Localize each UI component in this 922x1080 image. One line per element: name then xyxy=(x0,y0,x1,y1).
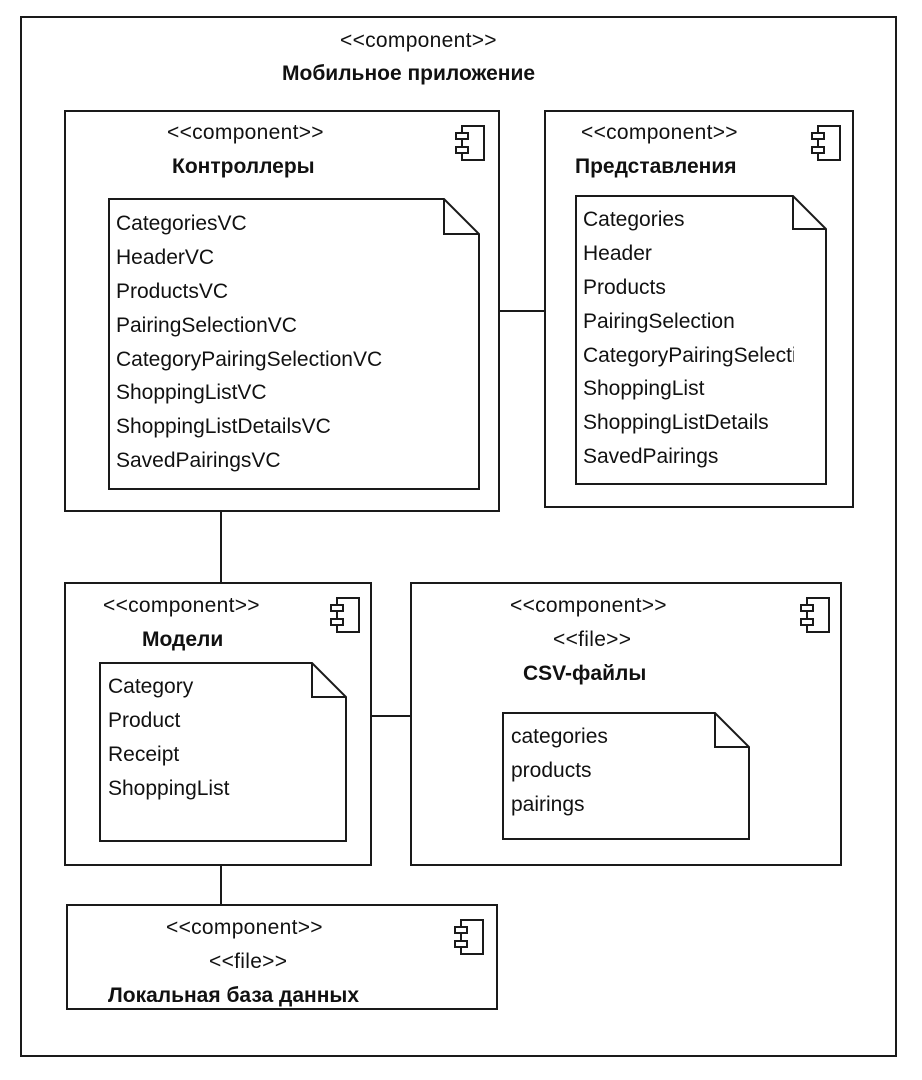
list-item: PairingSelectionVC xyxy=(116,313,297,337)
csv-stereotype: <<component>> xyxy=(510,594,667,617)
list-item: PairingSelection xyxy=(583,309,735,333)
models-note: Category Product Receipt ShoppingList xyxy=(99,662,347,842)
list-item: CategoryPairingSelection xyxy=(583,343,794,367)
component-icon xyxy=(455,125,485,161)
models-title: Модели xyxy=(142,628,224,651)
list-item: ProductsVC xyxy=(116,279,229,303)
list-item: Category xyxy=(108,675,194,698)
list-item: ShoppingListVC xyxy=(116,381,267,405)
controllers-note: CategoriesVC HeaderVC ProductsVC Pairing… xyxy=(108,198,480,490)
csv-note: categories products pairings xyxy=(502,712,750,840)
list-item: SavedPairings xyxy=(583,445,719,469)
list-item: CategoriesVC xyxy=(116,212,247,235)
views-note: Categories Header Products PairingSelect… xyxy=(575,195,827,485)
list-item: Product xyxy=(108,708,181,732)
list-item: Receipt xyxy=(108,742,180,766)
views-title: Представления xyxy=(575,155,737,178)
component-icon xyxy=(811,125,841,161)
localdb-title: Локальная база данных xyxy=(108,984,360,1007)
localdb-stereotype: <<component>> xyxy=(166,916,323,939)
controllers-views-connector xyxy=(500,310,544,312)
list-item: pairings xyxy=(511,792,585,816)
models-csv-connector xyxy=(372,715,410,717)
list-item: ShoppingList xyxy=(583,377,705,401)
localdb-file-stereotype: <<file>> xyxy=(209,950,288,973)
models-localdb-connector xyxy=(220,866,222,904)
views-stereotype: <<component>> xyxy=(581,121,738,144)
list-item: ShoppingList xyxy=(108,776,230,800)
localdb-component xyxy=(66,904,498,1010)
list-item: categories xyxy=(511,725,608,748)
controllers-title: Контроллеры xyxy=(172,155,315,178)
list-item: CategoryPairingSelectionVC xyxy=(116,347,383,371)
list-item: Categories xyxy=(583,208,685,231)
mobile-app-stereotype: <<component>> xyxy=(340,29,497,52)
models-stereotype: <<component>> xyxy=(103,594,260,617)
list-item: SavedPairingsVC xyxy=(116,449,281,473)
list-item: ShoppingListDetailsVC xyxy=(116,415,331,439)
list-item: ShoppingListDetails xyxy=(583,411,769,435)
component-icon xyxy=(800,597,830,633)
controllers-stereotype: <<component>> xyxy=(167,121,324,144)
list-item: Products xyxy=(583,275,666,299)
component-icon xyxy=(454,919,484,955)
csv-file-stereotype: <<file>> xyxy=(553,628,632,651)
list-item: Header xyxy=(583,241,652,265)
component-icon xyxy=(330,597,360,633)
list-item: products xyxy=(511,758,592,782)
controllers-models-connector xyxy=(220,512,222,582)
list-item: HeaderVC xyxy=(116,245,215,269)
csv-title: CSV-файлы xyxy=(523,662,647,685)
mobile-app-title: Мобильное приложение xyxy=(282,62,536,85)
